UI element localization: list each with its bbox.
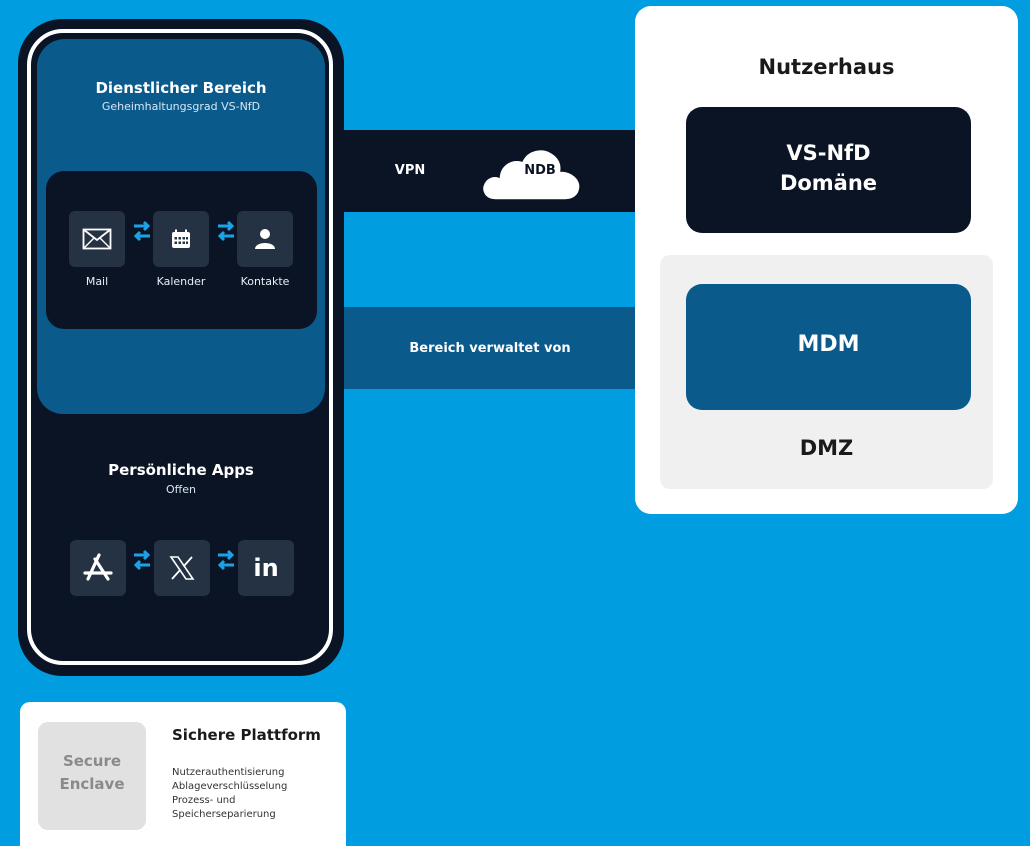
platform-title: Sichere Plattform [172, 726, 321, 744]
feature-item: Ablageverschlüsselung [172, 781, 288, 792]
calendar-app[interactable] [153, 211, 209, 267]
mail-app[interactable] [69, 211, 125, 267]
managed-by-label: Bereich verwaltet von [409, 341, 571, 356]
personal-area-title: Persönliche Apps [108, 461, 254, 479]
mail-label: Mail [85, 275, 109, 288]
calendar-icon [172, 229, 190, 248]
personal-area-subtitle: Offen [166, 483, 196, 496]
phone-frame [27, 29, 333, 665]
calendar-label: Kalender [156, 275, 206, 288]
platform-features: Nutzerauthentisierung Ablageverschlüssel… [172, 766, 287, 822]
mail-icon [82, 228, 112, 250]
work-area-title: Dienstlicher Bereich [95, 79, 267, 97]
mdm-box [686, 284, 971, 410]
sync-arrows-icon [133, 549, 151, 571]
linkedin-icon: in [253, 554, 279, 582]
app-store-app[interactable] [70, 540, 126, 596]
contact-icon [255, 229, 275, 249]
feature-item: Prozess- und [172, 795, 236, 806]
secure-enclave [38, 722, 146, 830]
app-store-icon [83, 553, 113, 581]
cloud-label: NDB [524, 163, 556, 178]
linkedin-app[interactable]: in [238, 540, 294, 596]
enclave-label-line2: Enclave [59, 775, 125, 793]
sync-arrows-icon [217, 220, 235, 242]
vpn-label: VPN [394, 163, 426, 178]
sync-arrows-icon [217, 549, 235, 571]
domain-box [686, 107, 971, 233]
work-apps-panel: Mail Kalender Kontakte [46, 171, 317, 329]
contacts-label: Kontakte [240, 275, 290, 288]
mdm-connection [318, 307, 698, 389]
domain-label-line1: VS-NfD [786, 141, 871, 165]
contacts-app[interactable] [237, 211, 293, 267]
dmz-label: DMZ [799, 436, 854, 460]
sync-arrows-icon [133, 220, 151, 242]
domain-label-line2: Domäne [779, 171, 878, 195]
x-icon [169, 556, 195, 580]
enclave-label-line1: Secure [62, 752, 122, 770]
mdm-label: MDM [797, 332, 860, 357]
work-area-subtitle: Geheimhaltungsgrad VS-NfD [101, 100, 261, 113]
feature-item: Nutzerauthentisierung [172, 767, 285, 778]
feature-item: Speicherseparierung [172, 809, 276, 820]
user-house-title: Nutzerhaus [758, 55, 895, 79]
x-app[interactable] [154, 540, 210, 596]
cloud-icon [481, 148, 581, 201]
